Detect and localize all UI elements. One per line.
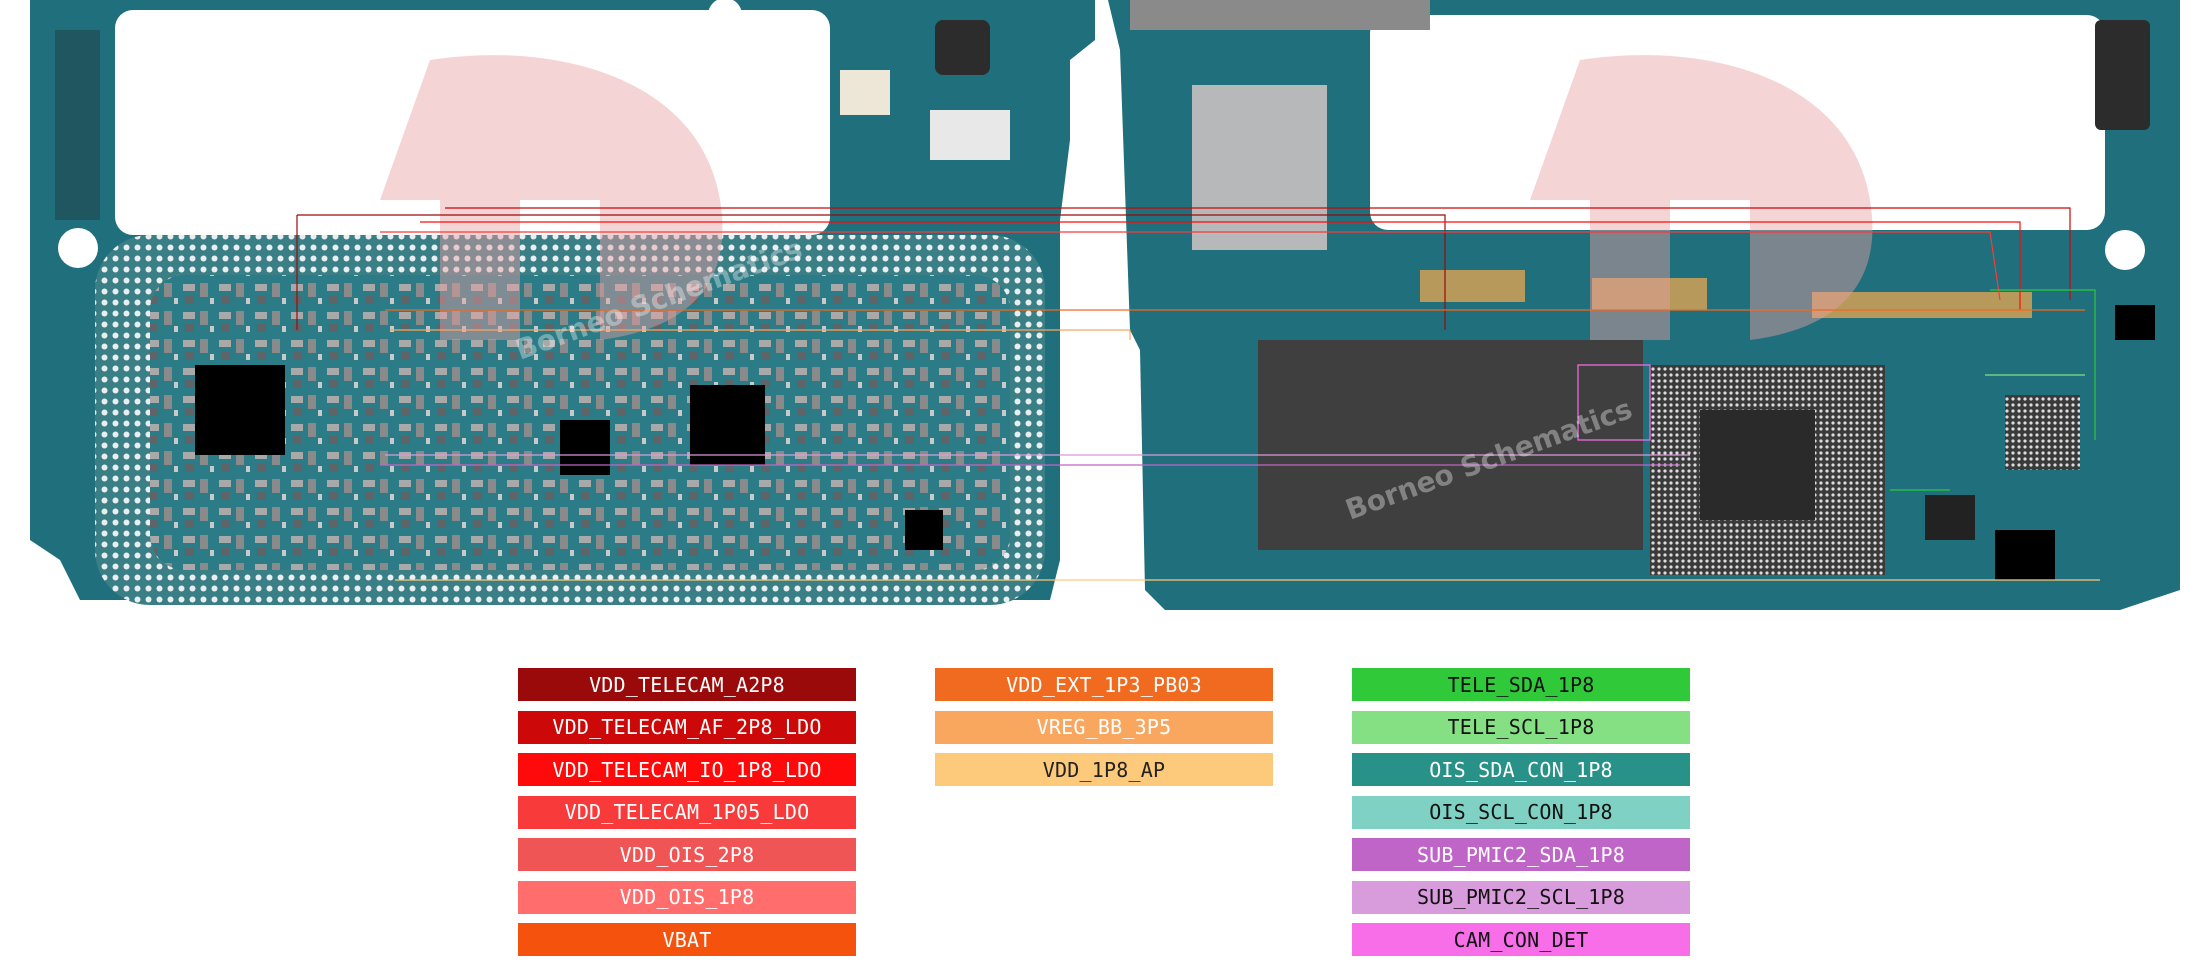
- watermark-logo: [380, 55, 1873, 341]
- right-board: [1108, 0, 2180, 610]
- legend-item: VDD_EXT_1P3_PB03: [935, 668, 1273, 701]
- legend-item: SUB_PMIC2_SDA_1P8: [1352, 838, 1690, 871]
- legend-item: VBAT: [518, 923, 856, 956]
- trace-lines: [296, 207, 2100, 581]
- legend-item: TELE_SDA_1P8: [1352, 668, 1690, 701]
- legend-item: OIS_SDA_CON_1P8: [1352, 753, 1690, 786]
- legend-item: CAM_CON_DET: [1352, 923, 1690, 956]
- legend-item: VDD_TELECAM_1P05_LDO: [518, 795, 856, 829]
- legend-item: TELE_SCL_1P8: [1352, 710, 1690, 744]
- legend-item: VDD_TELECAM_AF_2P8_LDO: [518, 710, 856, 744]
- left-board: [30, 0, 1095, 605]
- pcb-diagram: Borneo Schematics Borneo Schematics: [30, 0, 2180, 610]
- legend-item: VDD_OIS_1P8: [518, 880, 856, 914]
- legend-item: VDD_OIS_2P8: [518, 838, 856, 871]
- legend-item: VDD_TELECAM_IO_1P8_LDO: [518, 753, 856, 786]
- legend-item: VDD_1P8_AP: [935, 753, 1273, 786]
- legend-item: SUB_PMIC2_SCL_1P8: [1352, 880, 1690, 914]
- legend-item: OIS_SCL_CON_1P8: [1352, 795, 1690, 829]
- legend-item: VREG_BB_3P5: [935, 710, 1273, 744]
- legend-item: VDD_TELECAM_A2P8: [518, 668, 856, 701]
